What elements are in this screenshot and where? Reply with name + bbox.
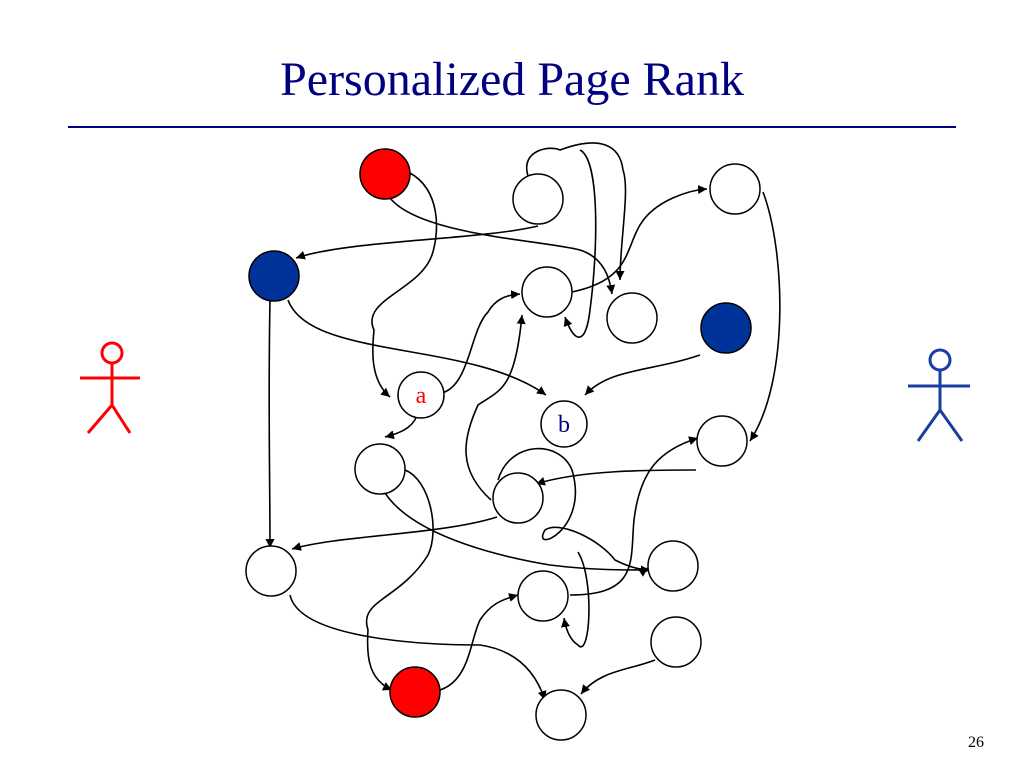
edge <box>465 314 526 501</box>
edge <box>295 225 539 260</box>
title-rule <box>68 126 956 128</box>
edge <box>525 142 627 281</box>
edge <box>265 300 275 549</box>
edge <box>381 487 651 575</box>
edge <box>563 149 597 338</box>
graph-node <box>245 545 297 597</box>
graph-node <box>696 415 748 467</box>
graph-node <box>650 616 702 668</box>
graph-node <box>709 163 761 215</box>
graph-node <box>535 689 587 741</box>
graph-node <box>606 292 658 344</box>
node-label-b: b <box>558 412 570 438</box>
node-label-a: a <box>416 383 427 409</box>
edge <box>580 659 656 695</box>
edge <box>291 516 498 551</box>
edge <box>571 185 708 293</box>
edge <box>569 436 699 596</box>
graph-node-red <box>389 666 441 718</box>
edge <box>439 593 519 691</box>
edge <box>389 197 616 295</box>
edge <box>365 469 434 691</box>
nodes: a b <box>245 148 761 741</box>
edge <box>441 290 521 394</box>
graph-node-red <box>359 148 411 200</box>
edge <box>497 447 649 577</box>
graph-node <box>521 266 573 318</box>
person-red-icon <box>80 341 140 434</box>
edge <box>289 594 547 701</box>
graph-node <box>517 570 569 622</box>
edge <box>287 299 547 396</box>
graph-node-blue <box>700 302 752 354</box>
person-blue-icon <box>908 348 970 442</box>
edge <box>371 172 438 398</box>
edge <box>561 551 590 648</box>
graph-node-blue <box>248 250 300 302</box>
edges <box>265 142 781 701</box>
graph-node <box>512 173 564 225</box>
edge <box>535 469 697 486</box>
edge <box>584 354 701 396</box>
graph-node <box>354 443 406 495</box>
graph-node-b <box>540 400 588 448</box>
graph-node-a <box>397 371 445 419</box>
graph-node <box>647 540 699 592</box>
graph-node <box>492 472 544 524</box>
edge <box>749 191 781 442</box>
page-number: 26 <box>968 734 984 751</box>
slide-title: Personalized Page Rank <box>280 53 744 106</box>
